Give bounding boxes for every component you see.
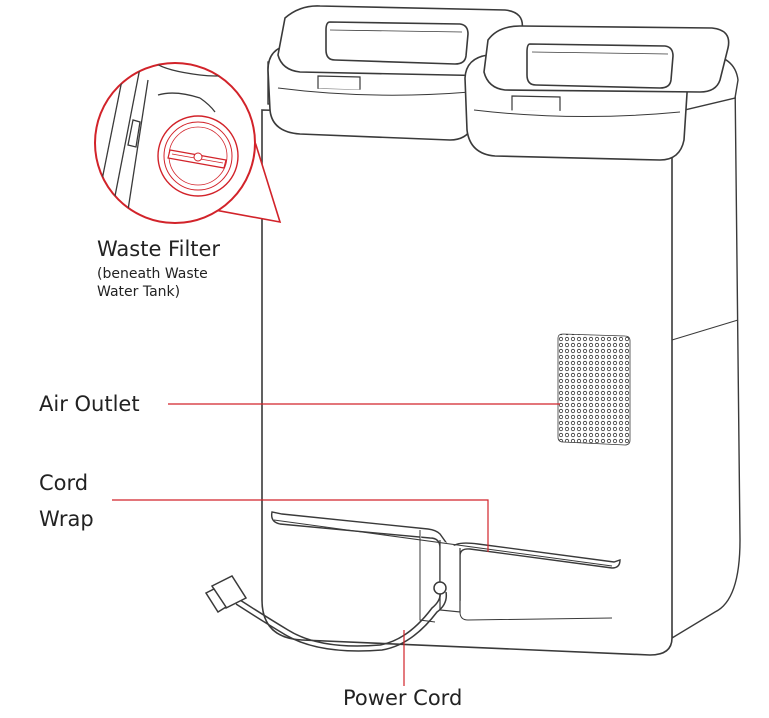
- power-cord: [204, 575, 448, 652]
- air-outlet-grille: [557, 333, 631, 446]
- cord-wrap-leader: [112, 499, 489, 552]
- waste-water-tank: [464, 25, 730, 161]
- callout-lines: [112, 403, 560, 686]
- cord-wrap-label-line2: Wrap: [39, 507, 94, 531]
- air-outlet-label: Air Outlet: [39, 392, 140, 416]
- waste-filter-label: Waste Filter: [97, 237, 221, 261]
- power-cord-label: Power Cord: [343, 686, 463, 710]
- waste-filter-zoom: [94, 62, 282, 224]
- cord-wrap: [270, 511, 621, 623]
- waste-filter-cap: [157, 115, 239, 197]
- cord-wrap-label-line1: Cord: [39, 471, 89, 495]
- waste-filter-note-line1: (beneath Waste: [97, 266, 208, 282]
- waste-filter-note-line2: Water Tank): [97, 284, 181, 300]
